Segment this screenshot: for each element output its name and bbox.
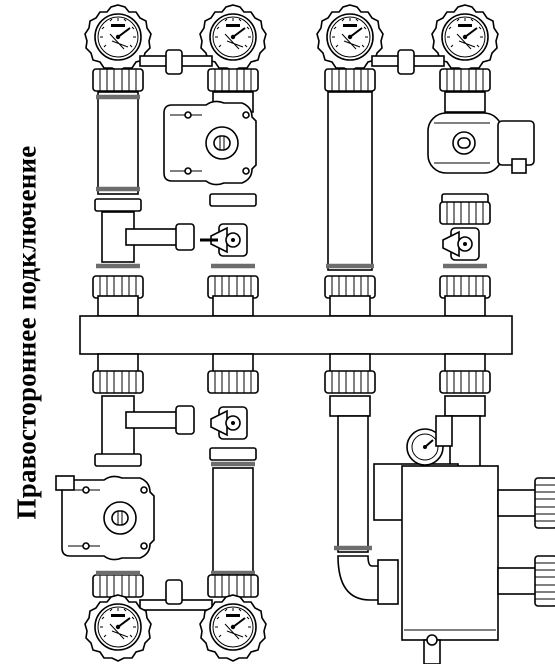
separator-gauge [406,415,453,466]
col3-upper-branch [324,91,376,317]
manifold-bar [79,315,513,355]
hydraulic-separator [401,465,555,664]
top-bridge-right [371,49,445,75]
col2-lower-branch [207,406,259,598]
col3-lower-branch [329,395,399,605]
top-bridge-left [139,49,213,75]
col1-upper-branch [92,91,195,317]
col1-lower-branch [55,395,195,598]
bottom-bridge-left [139,579,213,611]
col2-upper-branch [163,91,259,317]
col4-upper-branch [427,91,535,317]
